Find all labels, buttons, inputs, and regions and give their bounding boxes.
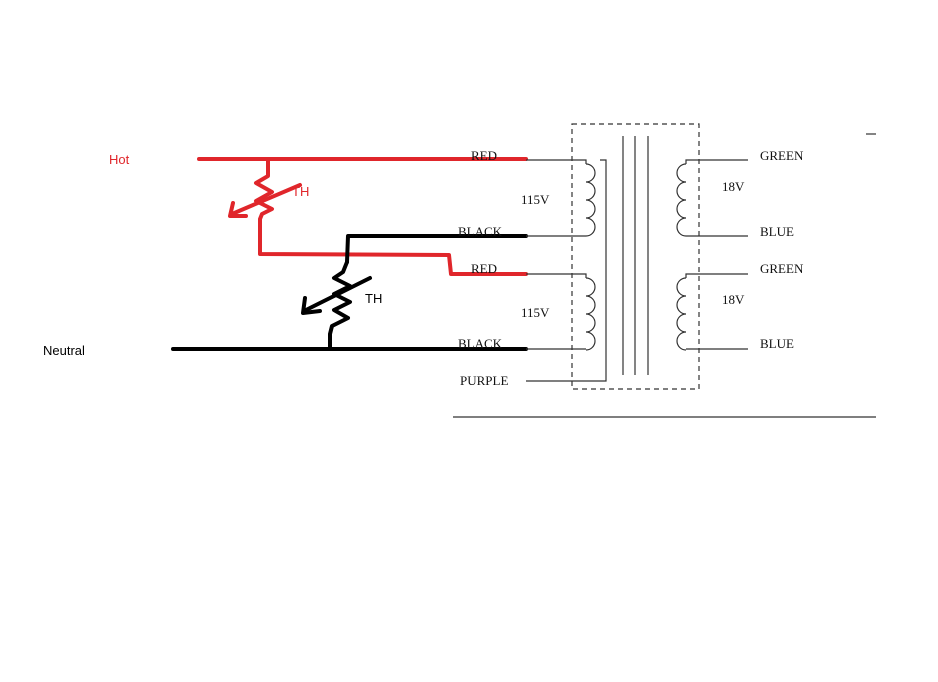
- hot-wiring: [197, 157, 528, 276]
- bottom-thermistor-arrow-shaft: [302, 276, 372, 313]
- primary-top-lead-in: [526, 159, 587, 164]
- top-thermistor-label: TH: [292, 184, 309, 199]
- bottom-thermistor-label: TH: [365, 291, 382, 306]
- purple-tap-label: PURPLE: [460, 373, 508, 388]
- primary-top-red-label: RED: [471, 148, 497, 163]
- secondary-bottom-blue-label: BLUE: [760, 336, 794, 351]
- primary-bottom-voltage: 115V: [521, 305, 550, 320]
- primary-bottom-lead-in: [526, 273, 587, 278]
- top-thermistor-arrow-shaft: [230, 183, 302, 216]
- neutral-label: Neutral: [43, 343, 85, 358]
- primary-bottom-black-label: BLACK: [458, 336, 503, 351]
- secondary-bottom-green-label: GREEN: [760, 261, 804, 276]
- neutral-wiring: [171, 234, 528, 351]
- top-thermistor-arrow-head: [228, 201, 248, 218]
- hot-label: Hot: [109, 152, 130, 167]
- secondary-bottom-voltage: 18V: [722, 292, 745, 307]
- secondary-top-coil: [676, 163, 687, 237]
- primary-top-black-label: BLACK: [458, 224, 503, 239]
- secondary-bottom-lead-in: [685, 273, 748, 278]
- purple-tap-wire: [526, 159, 607, 382]
- transformer-schematic: [453, 123, 876, 418]
- bottom-thermistor-zigzag: [328, 260, 352, 351]
- primary-top-voltage: 115V: [521, 192, 550, 207]
- secondary-top-lead-in: [685, 159, 748, 164]
- secondary-bottom-coil: [676, 277, 687, 351]
- bottom-thermistor-arrow-head: [301, 296, 322, 315]
- primary-bottom-red-label: RED: [471, 261, 497, 276]
- primary-bottom-coil: [585, 277, 596, 351]
- secondary-top-green-label: GREEN: [760, 148, 804, 163]
- transformer-enclosure: [571, 123, 700, 390]
- secondary-top-voltage: 18V: [722, 179, 745, 194]
- primary-top-coil: [585, 163, 596, 237]
- black-jumper: [345, 234, 528, 264]
- top-thermistor-zigzag: [254, 159, 528, 276]
- secondary-top-blue-label: BLUE: [760, 224, 794, 239]
